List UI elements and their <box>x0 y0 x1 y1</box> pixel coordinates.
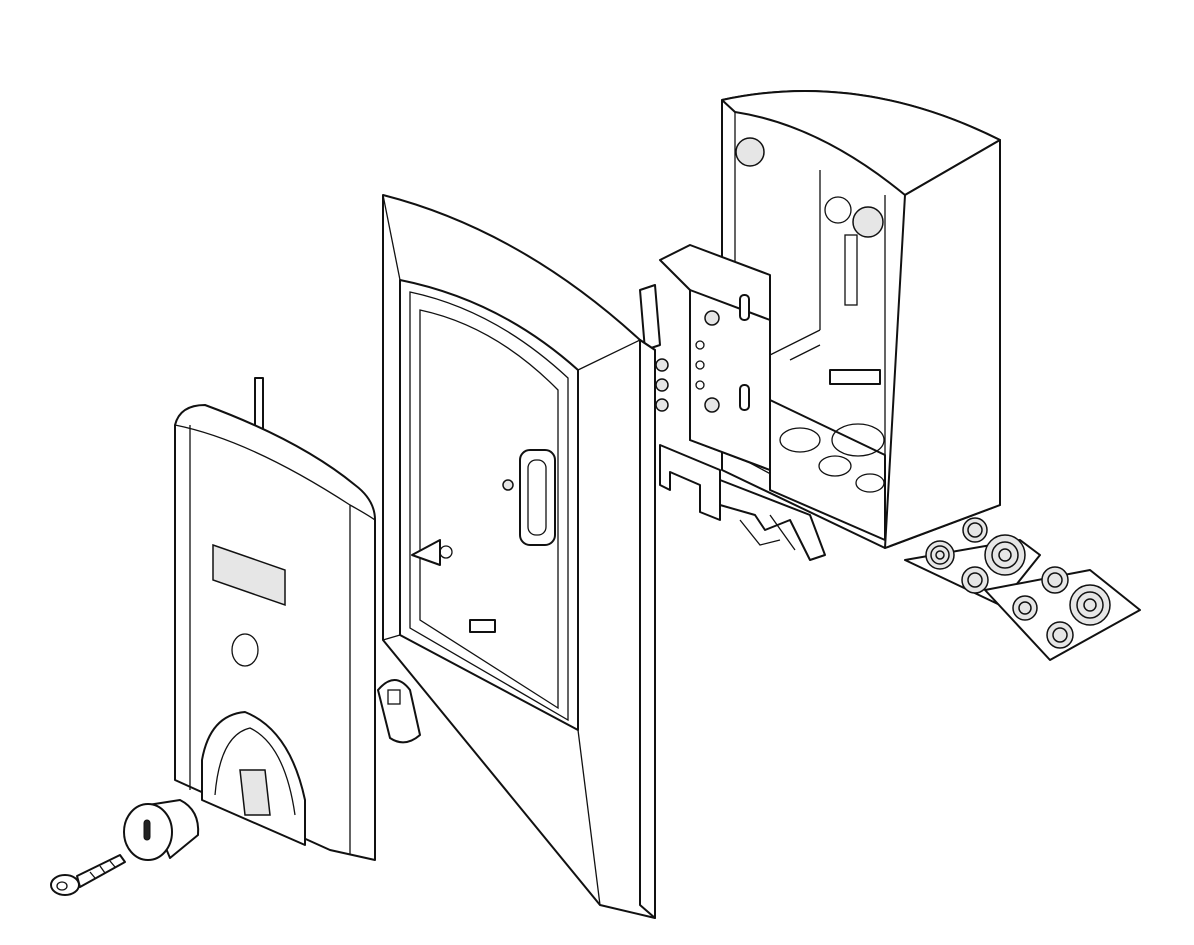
mounting-frame <box>382 194 656 919</box>
cable-grommet-plates <box>904 517 1141 661</box>
back-box <box>721 90 1001 549</box>
key <box>50 854 126 896</box>
front-cover <box>174 377 376 861</box>
lock-cylinder <box>123 799 200 861</box>
hinge-clip <box>377 679 421 744</box>
inner-bracket <box>639 244 826 561</box>
